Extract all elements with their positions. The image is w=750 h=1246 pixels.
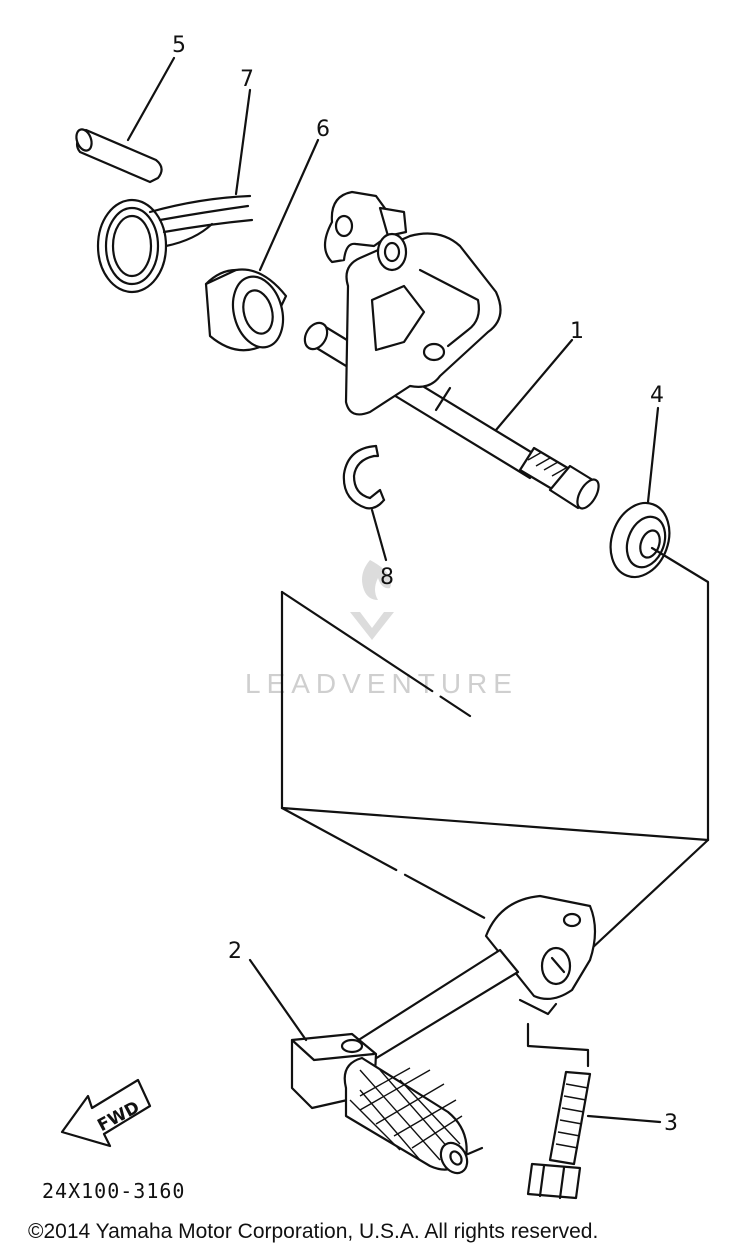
diagram-code: 24X100-3160 [42, 1179, 185, 1203]
callout-1: 1 [570, 319, 584, 344]
part-5-pin [75, 128, 163, 184]
part-3-bolt [526, 1070, 592, 1200]
fwd-arrow: FWD [60, 1078, 152, 1148]
part-4-oil-seal [609, 501, 671, 579]
leader-7 [234, 88, 252, 196]
leader-1 [494, 338, 574, 432]
leader-4 [646, 406, 660, 504]
leader-3 [586, 1114, 662, 1124]
part-1-shift-shaft [303, 190, 600, 510]
leader-8 [370, 508, 388, 562]
callout-7: 7 [240, 67, 254, 92]
callout-4: 4 [650, 383, 664, 408]
part-8-circlip [342, 444, 386, 510]
watermark-text: LEADVENTURE [245, 668, 518, 699]
part-6-collar [204, 268, 288, 352]
leadventure-watermark: LEADVENTURE [245, 560, 518, 699]
part-7-spring [96, 194, 254, 294]
leader-6 [258, 138, 320, 272]
part-2-shift-pedal [290, 894, 597, 1175]
callout-8: 8 [380, 565, 394, 590]
assembly-lines [280, 546, 710, 1068]
callout-5: 5 [172, 33, 186, 58]
leader-5 [126, 56, 176, 142]
copyright-notice: ©2014 Yamaha Motor Corporation, U.S.A. A… [28, 1220, 598, 1243]
callout-3: 3 [664, 1111, 678, 1136]
leader-2 [248, 958, 308, 1042]
callout-2: 2 [228, 939, 242, 964]
callout-6: 6 [316, 117, 330, 142]
